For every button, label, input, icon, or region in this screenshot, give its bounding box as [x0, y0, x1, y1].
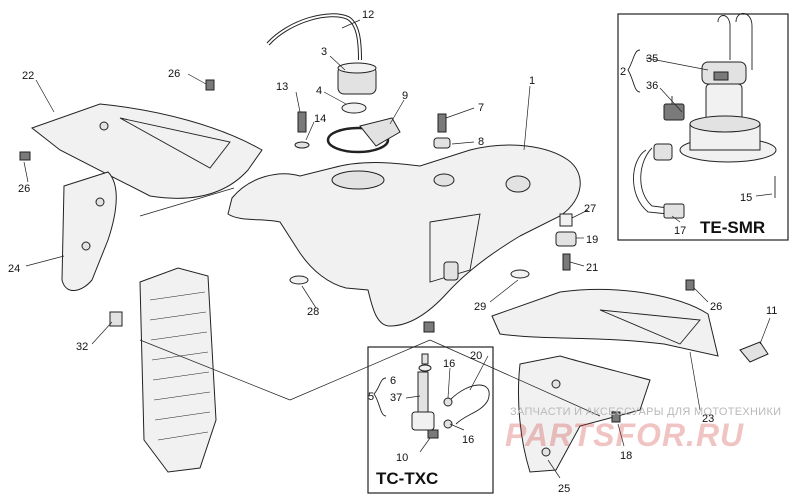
callout-16-upper: 16: [443, 358, 455, 370]
callout-25: 25: [558, 483, 570, 495]
screw-26-right: [685, 279, 695, 291]
callout-10: 10: [396, 452, 408, 464]
right-side-shroud: [517, 355, 651, 473]
callout-20: 20: [470, 350, 482, 362]
bracket-2: [627, 49, 641, 93]
callout-26-right: 26: [710, 301, 722, 313]
screw-18: [611, 411, 621, 423]
watermark-tagline: ЗАПЧАСТИ И АКСЕССУАРЫ ДЛЯ МОТОТЕХНИКИ: [510, 406, 781, 418]
callout-7: 7: [478, 102, 484, 114]
callout-11: 11: [766, 305, 777, 317]
screw-26-top: [205, 79, 215, 91]
callout-19: 19: [586, 234, 598, 246]
callout-14: 14: [314, 113, 326, 125]
mount-19: [555, 231, 577, 247]
cap-gasket: [341, 102, 367, 114]
callout-15: 15: [740, 192, 752, 204]
callout-23: 23: [702, 413, 714, 425]
screw-26-left: [19, 151, 31, 161]
fuel-tank: [227, 144, 581, 327]
washer-29: [510, 269, 530, 279]
callout-3: 3: [321, 46, 327, 58]
bolt-7: [437, 113, 447, 133]
guard-plate: [359, 117, 401, 147]
fuel-pump-drawing: [633, 13, 777, 219]
left-radiator-spoiler: [30, 103, 263, 199]
rubber-mount-8: [433, 137, 451, 149]
callout-26-left: 26: [18, 183, 30, 195]
radiator: [139, 267, 217, 473]
callout-29: 29: [474, 301, 486, 313]
bracket-5: [373, 377, 387, 417]
tap-fitting: [423, 321, 435, 333]
fuel-tap-drawing: [411, 353, 490, 439]
bolt-21: [562, 253, 571, 271]
callout-12: 12: [362, 9, 374, 21]
leader-lines: [23, 19, 773, 479]
washer-28: [289, 275, 309, 285]
filler-ring: [326, 126, 390, 154]
clip-32: [109, 311, 123, 327]
left-side-shroud: [61, 171, 117, 291]
watermark-brand: PARTSFOR.RU: [505, 417, 744, 453]
clip-nut-11: [739, 341, 769, 363]
filler-neck: [331, 170, 385, 190]
callout-35: 35: [646, 53, 658, 65]
right-radiator-spoiler: [491, 288, 719, 357]
callout-26-top: 26: [168, 68, 180, 80]
callout-4: 4: [316, 85, 322, 97]
callout-37: 37: [390, 392, 402, 404]
callout-2: 2: [620, 66, 626, 78]
breather-hose: [266, 13, 362, 61]
tc-txc-title: TC-TXC: [376, 469, 438, 488]
callout-32: 32: [76, 341, 88, 353]
callout-13: 13: [276, 81, 288, 93]
callout-21: 21: [586, 262, 598, 274]
spacer-27: [559, 213, 573, 227]
callout-27: 27: [584, 203, 596, 215]
te-smr-title: TE-SMR: [700, 218, 765, 237]
callout-1: 1: [529, 75, 535, 87]
callout-28: 28: [307, 306, 319, 318]
callout-8: 8: [478, 136, 484, 148]
callout-17: 17: [674, 225, 686, 237]
callout-16-lower: 16: [462, 434, 474, 446]
callout-36: 36: [646, 80, 658, 92]
callout-5: 5: [368, 391, 374, 403]
callout-6: 6: [390, 375, 396, 387]
callout-24: 24: [8, 263, 20, 275]
callout-9: 9: [402, 90, 408, 102]
callout-22: 22: [22, 70, 34, 82]
callout-18: 18: [620, 450, 632, 462]
bolt-13: [297, 111, 307, 133]
